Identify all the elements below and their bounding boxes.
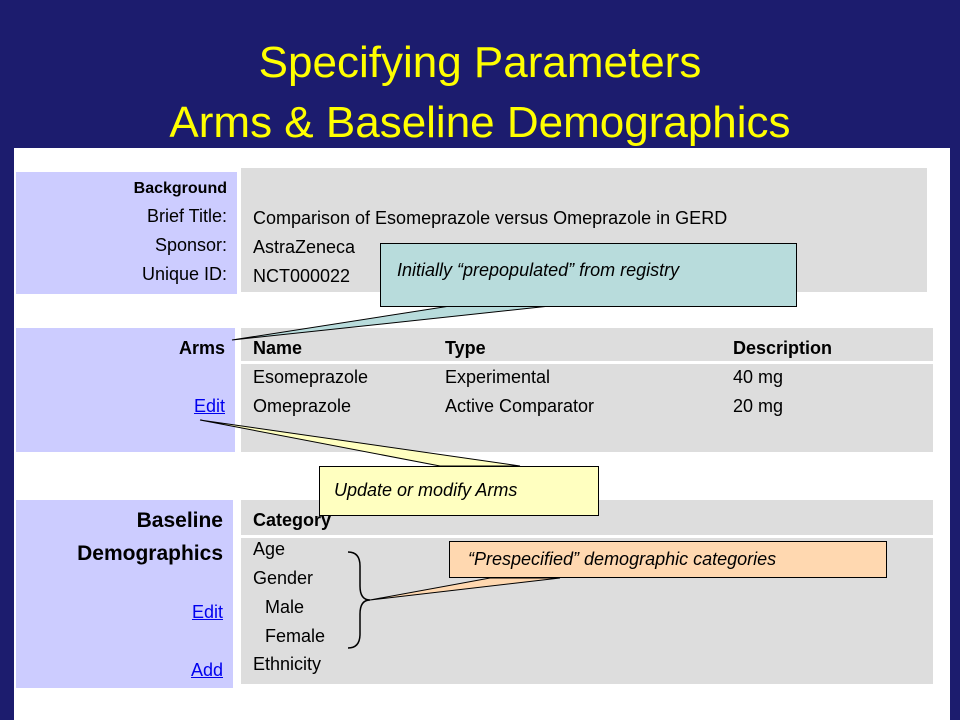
unique-id-label: Unique ID:	[141, 264, 227, 284]
baseline-content	[241, 500, 933, 684]
category-item-gender: Gender	[253, 568, 314, 588]
baseline-add-link[interactable]: Add	[190, 660, 223, 680]
sponsor-label: Sponsor:	[154, 235, 227, 255]
demographics-callout: “Prespecified” demographic categories	[449, 541, 887, 578]
category-item-ethnicity: Ethnicity	[253, 654, 322, 674]
registry-callout-text: Initially “prepopulated” from registry	[397, 260, 680, 280]
category-item-age: Age	[253, 539, 286, 559]
slide-title: Specifying Parameters	[258, 38, 702, 87]
arms-content	[241, 328, 933, 452]
background-section-label: Background	[133, 180, 227, 197]
baseline-header-category: Category	[253, 510, 332, 530]
unique-id-value: NCT000022	[253, 266, 351, 286]
baseline-section-label-line1: Baseline	[136, 509, 223, 532]
arms-callout: Update or modify Arms	[319, 466, 599, 516]
baseline-header-divider	[241, 535, 933, 538]
arm-row-1-description: 40 mg	[733, 367, 784, 387]
arms-header-type: Type	[445, 338, 486, 358]
arms-header-description: Description	[733, 338, 833, 358]
brief-title-label: Brief Title:	[146, 206, 227, 226]
background-label-column	[16, 172, 237, 294]
arms-callout-pointer	[199, 419, 521, 467]
baseline-section-label-line2: Demographics	[77, 542, 223, 565]
demographics-callout-pointer	[369, 577, 561, 601]
arms-label-column	[16, 328, 235, 452]
baseline-edit-link[interactable]: Edit	[191, 602, 223, 622]
arms-callout-text: Update or modify Arms	[334, 480, 518, 500]
demographics-callout-text: “Prespecified” demographic categories	[468, 549, 777, 569]
brief-title-value: Comparison of Esomeprazole versus Omepra…	[253, 208, 728, 228]
arms-header-name: Name	[253, 338, 303, 358]
arms-header-divider	[241, 361, 933, 364]
arm-row-1-name: Esomeprazole	[253, 367, 369, 387]
sponsor-value: AstraZeneca	[253, 237, 356, 257]
registry-callout-pointer	[231, 305, 551, 341]
baseline-label-column	[16, 500, 233, 688]
category-item-female: Female	[265, 626, 326, 646]
arm-row-2-name: Omeprazole	[253, 396, 352, 416]
category-item-male: Male	[265, 597, 305, 617]
arms-section-label: Arms	[178, 338, 225, 358]
arm-row-2-description: 20 mg	[733, 396, 784, 416]
arms-edit-link[interactable]: Edit	[193, 396, 225, 416]
arm-row-2-type: Active Comparator	[445, 396, 595, 416]
bracket-icon	[347, 551, 371, 649]
registry-callout: Initially “prepopulated” from registry	[380, 243, 797, 307]
slide-subtitle: Arms & Baseline Demographics	[169, 98, 791, 147]
arm-row-1-type: Experimental	[445, 367, 551, 387]
